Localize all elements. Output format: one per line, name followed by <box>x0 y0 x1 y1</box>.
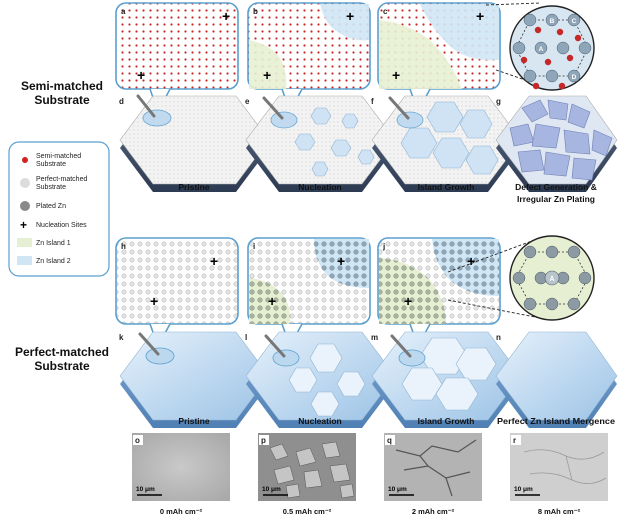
row-title-line1: Semi-matched <box>21 79 103 93</box>
row-semi-matched: Semi-matched Substrate a + + b + + c <box>21 2 618 204</box>
callout-panel-b: b + + <box>247 2 371 115</box>
zoom-circle-semi: B A C D <box>485 2 595 91</box>
callout-panel-h: h + + <box>115 237 239 348</box>
row-title-line1: Perfect-matched <box>15 345 109 359</box>
panel-label-e: e <box>245 97 250 106</box>
zoom-site-label: C <box>572 18 577 25</box>
legend-label: Semi-matched <box>36 153 81 160</box>
legend-label: Substrate <box>36 161 66 168</box>
row-title-line2: Substrate <box>34 359 90 373</box>
legend-label: Zn Island 2 <box>36 258 71 265</box>
panel-label-n: n <box>496 333 501 342</box>
callout-panel-a: a + + <box>115 2 239 115</box>
sem-panel-p: p 10 μm <box>258 433 356 501</box>
panel-label-h: h <box>121 242 126 251</box>
sem-unit-label: 8 mAh cm⁻² <box>538 507 581 516</box>
panel-label-d: d <box>119 97 124 106</box>
panel-label-g: g <box>496 97 501 106</box>
legend-label: Perfect-matched <box>36 176 87 183</box>
panel-label-i: i <box>253 242 255 251</box>
caption-nucleation: Nucleation <box>298 182 341 192</box>
legend: Semi-matched Substrate Perfect-matched S… <box>8 141 110 277</box>
nucleation-site-icon: + <box>476 8 484 24</box>
panel-label-f: f <box>371 97 374 106</box>
zn-island-2-swatch <box>17 256 32 265</box>
zoom-site-label: A <box>539 46 544 53</box>
panel-label-l: l <box>245 333 247 342</box>
nucleation-site-icon: + <box>263 67 271 83</box>
sem-panel-q: q 10 μm <box>384 433 482 501</box>
caption-island-growth: Island Growth <box>418 182 475 192</box>
panel-label-q: q <box>387 436 392 445</box>
nucleation-site-icon: + <box>137 67 145 83</box>
nucleation-site-icon: + <box>222 8 230 24</box>
plated-zn-dot-icon <box>20 201 30 211</box>
hex-panel-n: n <box>495 331 618 428</box>
caption-island-growth: Island Growth <box>418 416 475 426</box>
hex-panel-d: d <box>119 94 270 192</box>
zn-island-1-swatch <box>17 238 32 247</box>
hex-panel-k: k <box>119 331 270 428</box>
scale-bar-label: 10 μm <box>262 486 281 493</box>
nucleation-site-icon: + <box>150 293 158 309</box>
sem-unit-label: 0 mAh cm⁻² <box>160 507 203 516</box>
panel-label-j: j <box>382 242 385 251</box>
zoom-site-label: A <box>549 276 554 283</box>
caption-irregular-plating: Irregular Zn Plating <box>517 194 595 204</box>
caption-pristine: Pristine <box>178 182 209 192</box>
nucleation-site-icon: + <box>268 293 276 309</box>
panel-label-m: m <box>371 333 378 342</box>
sem-unit-label: 2 mAh cm⁻² <box>412 507 455 516</box>
hex-panel-g: g <box>495 95 618 192</box>
row-perfect-matched: Perfect-matched Substrate h + + i + + j … <box>15 235 618 428</box>
nucleation-site-icon: + <box>467 253 475 269</box>
legend-label: Plated Zn <box>36 203 66 210</box>
sem-unit-label: 0.5 mAh cm⁻² <box>283 507 332 516</box>
perfect-matched-dot-icon <box>20 178 30 188</box>
hex-panel-l: l <box>245 331 396 428</box>
caption-pristine: Pristine <box>178 416 209 426</box>
panel-label-b: b <box>253 7 258 16</box>
hex-panel-f: f <box>371 95 522 192</box>
panel-label-k: k <box>119 333 124 342</box>
nucleation-site-icon: + <box>20 218 27 232</box>
legend-label: Substrate <box>36 184 66 191</box>
hex-panel-m: m <box>371 331 522 428</box>
panel-label-p: p <box>261 436 266 445</box>
sem-panel-r: r 10 μm <box>510 433 608 501</box>
hex-panel-e: e <box>245 95 396 192</box>
nucleation-site-icon: + <box>210 253 218 269</box>
zoom-circle-perfect: A <box>447 235 595 321</box>
panel-label-o: o <box>135 436 140 445</box>
callout-panel-c: c + + <box>377 2 501 115</box>
sem-panel-o: o 10 μm <box>132 433 230 501</box>
caption-nucleation: Nucleation <box>298 416 341 426</box>
nucleation-site-icon: + <box>404 293 412 309</box>
legend-label: Nucleation Sites <box>36 222 87 229</box>
nucleation-site-icon: + <box>337 253 345 269</box>
callout-panel-i: i + + <box>247 237 371 348</box>
caption-defect-generation: Defect Generation & <box>515 182 597 192</box>
panel-label-r: r <box>513 436 516 445</box>
scale-bar-label: 10 μm <box>514 486 533 493</box>
scale-bar-label: 10 μm <box>388 486 407 493</box>
nucleation-site-icon: + <box>392 67 400 83</box>
callout-panel-j: j + + <box>377 237 501 348</box>
panel-label-c: c <box>383 7 388 16</box>
semi-matched-dot-icon <box>22 157 28 163</box>
scale-bar-label: 10 μm <box>136 486 155 493</box>
caption-island-mergence: Perfect Zn Island Mergence <box>497 416 615 426</box>
zoom-site-label: B <box>550 18 555 25</box>
row-title-line2: Substrate <box>34 93 90 107</box>
panel-label-a: a <box>121 7 126 16</box>
nucleation-site-icon: + <box>346 8 354 24</box>
legend-label: Zn Island 1 <box>36 240 71 247</box>
zoom-site-label: D <box>572 74 577 81</box>
